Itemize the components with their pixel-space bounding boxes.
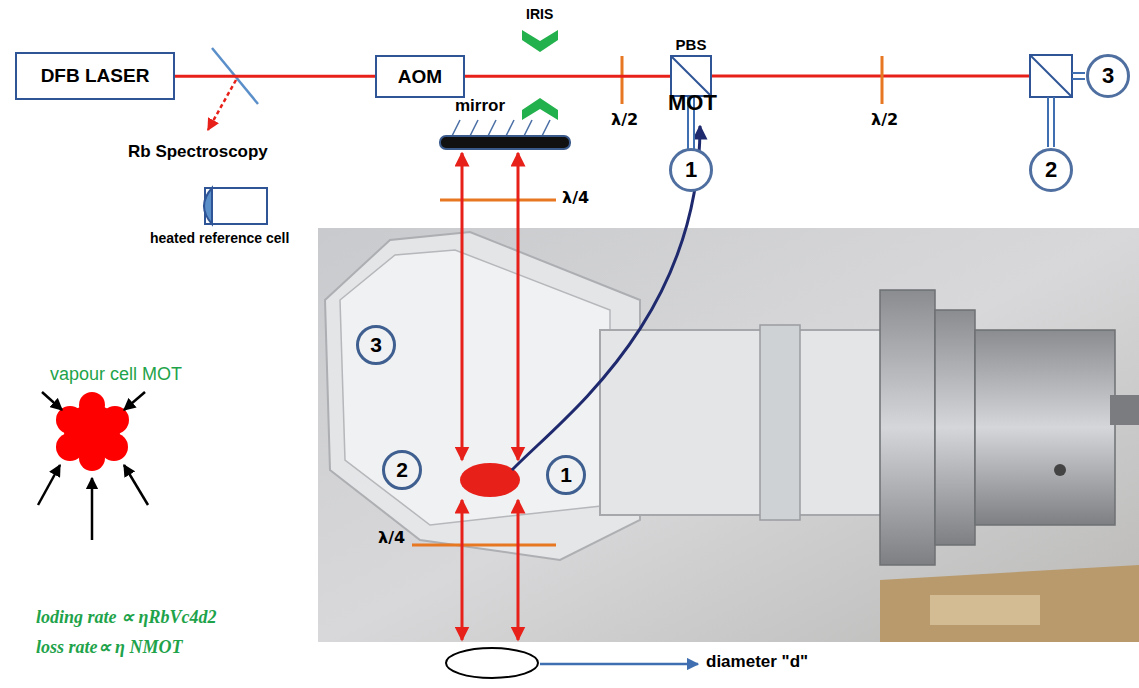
mot-beams — [462, 153, 518, 640]
quarter-wave-plate — [440, 199, 556, 202]
aom-box: AOM — [375, 55, 465, 98]
beam-connector — [465, 76, 670, 77]
node-text: AOM — [398, 66, 442, 88]
plate-label: λ/4 — [562, 188, 589, 207]
mot-label: MOT — [668, 90, 717, 116]
plate-label: λ/2 — [871, 110, 898, 129]
beam-connector — [175, 76, 375, 77]
node-text: 3 — [1102, 63, 1114, 89]
port-circle: 1 — [669, 148, 713, 192]
node-text: PBS — [676, 36, 707, 53]
atom-cloud — [460, 463, 520, 497]
splitter-diagonal-line — [672, 57, 710, 95]
beam-number: 3 — [356, 325, 396, 365]
reference-cell — [204, 188, 267, 224]
connector-line — [465, 75, 670, 78]
cell-label: heated reference cell — [150, 230, 289, 246]
node-text: 1 — [685, 157, 697, 183]
formula: loss rate∝ η NMOT — [36, 636, 182, 658]
iris-label: IRIS — [526, 6, 553, 22]
node-text: DFB LASER — [41, 65, 150, 87]
retro-mirror — [440, 120, 570, 149]
plate-label: λ/4 — [378, 528, 405, 547]
splitter-diagonal — [672, 57, 710, 95]
node-text: 2 — [396, 458, 408, 482]
node-text: 1 — [560, 463, 572, 487]
cartoon-cloud — [56, 392, 129, 471]
beam-aperture — [446, 648, 538, 678]
cartoon-arrows — [38, 392, 148, 540]
vacuum-cell-photo — [318, 228, 1139, 642]
beam-splitter — [1030, 55, 1085, 147]
laser-beam — [711, 75, 1030, 78]
diameter-label: diameter "d" — [706, 652, 808, 672]
cartoon-label: vapour cell MOT — [50, 364, 182, 385]
spectroscopy-beam — [208, 80, 236, 130]
node-text: 3 — [370, 333, 382, 357]
half-wave-plate — [621, 56, 624, 104]
diameter-pointer — [540, 663, 698, 666]
laser-box: DFB LASER — [15, 52, 175, 100]
plate-label: λ/2 — [611, 110, 638, 129]
quarter-wave-plate — [412, 544, 556, 547]
spectroscopy-label: Rb Spectroscopy — [128, 142, 268, 162]
node-text: 2 — [1045, 157, 1057, 183]
mirror-label: mirror — [455, 96, 505, 116]
port-circle: 2 — [1029, 148, 1073, 192]
port-circle: 3 — [1086, 54, 1130, 98]
formula: loding rate ∝ ηRbVc4d2 — [36, 606, 216, 628]
half-wave-plate — [881, 56, 884, 104]
beam-number: 2 — [382, 450, 422, 490]
connector-line — [175, 75, 375, 78]
beam-number: 1 — [546, 455, 586, 495]
